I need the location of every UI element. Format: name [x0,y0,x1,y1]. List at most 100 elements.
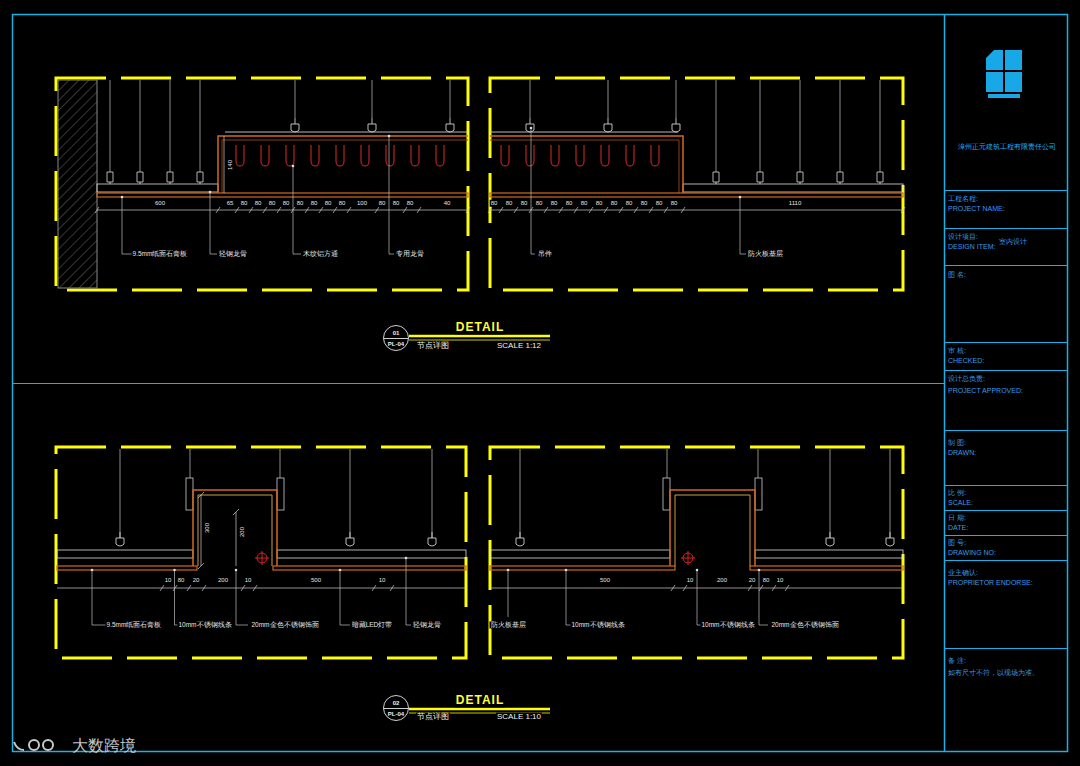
section-top-right [526,145,534,166]
section-bottom-right [490,585,903,591]
bubble-text: 02 [384,700,408,707]
dimension: 10 [164,577,173,584]
section-top-right [526,118,534,132]
leader-lines [210,192,217,254]
section-bottom-left [198,495,272,566]
callout-label: 轻钢龙骨 [412,621,442,628]
bubble-text: 01 [384,330,408,337]
section-bottom-left [57,566,197,570]
section-bottom-right [520,449,521,538]
bubble-text: PL-04 [384,341,408,348]
section-bottom-left [116,532,124,546]
section-top-right [604,118,612,132]
section-bottom-left [57,585,466,591]
leader-dot [209,191,212,194]
watermark-icon [43,740,53,750]
dimension: 10 [378,577,387,584]
detail-frame [56,78,468,290]
title-underline [409,340,550,341]
section-bottom-right [755,478,762,510]
callout-label: 9.5mm纸面石膏板 [132,250,189,257]
callout-label: 10mm不锈钢线条 [177,621,232,628]
dimension: 1110 [788,200,802,207]
section-bottom-left [193,490,277,566]
title-cell: 制 图:DRAWN: [945,430,1068,485]
dimension: 140 [227,159,234,171]
section-top-right [576,145,584,166]
section-bottom-right [675,495,750,566]
leader-dot [91,127,761,572]
cell-text: PROPRIETOR ENDORSE: [948,579,1033,587]
company-logo [1005,72,1022,92]
dimension: 80 [392,200,401,207]
title-underline [409,336,550,713]
title-underline [409,335,550,338]
section-top-left [97,184,218,192]
leader-dot [339,569,342,572]
section-top-right [530,80,531,118]
dimension: 600 [154,200,166,207]
section-top-right [608,80,609,118]
leader-lines [740,197,746,254]
detail-subtitle: SCALE 1:10 [496,713,542,722]
section-bottom-right [670,490,755,566]
company-logo [986,50,1022,98]
callout-label: 防火板基层 [490,621,527,628]
leader-lines [340,570,350,625]
section-bottom-right [520,449,890,538]
section-top-right [488,207,905,213]
title-underline [409,708,550,711]
callout-label: 吊件 [537,250,553,257]
section-top-left [361,145,369,166]
dimension: 65 [226,200,235,207]
section-bottom-left [346,532,354,546]
section-top-left [411,145,419,166]
cell-text: 漳州正元建筑工程有限责任公司 [945,143,1068,151]
dimension: 80 [535,200,544,207]
sheet-frame [12,14,1068,752]
section-top-right [501,145,509,166]
section-top-left [261,145,269,166]
bubble-divider [384,338,408,339]
leader-lines [122,197,132,254]
cell-text: 日 期: [948,514,966,522]
title-cell: 图 名: [945,265,1068,342]
cell-text: 图 号: [948,539,966,547]
title-cell: 备 注:如有尺寸不符，以现场为准。 [945,648,1068,751]
cell-text: 审 核: [948,347,966,355]
dimension: 80 [282,200,291,207]
dimension: 200 [716,577,728,584]
leader-dot [121,196,124,199]
company-logo [988,94,1020,98]
dimension: 80 [625,200,634,207]
cell-text: 设计总负责: [948,375,985,383]
dimension: 300 [204,522,211,534]
leader-lines [406,558,411,625]
section-top-left [170,80,171,172]
section-top-left [368,118,376,132]
sheet-frame [13,15,1068,752]
dimension: 80 [565,200,574,207]
cell-text: DRAWING NO: [948,549,996,557]
dimension: 80 [550,200,559,207]
section-bottom-left [277,550,466,558]
detail-frame [56,78,903,658]
section-top-right [760,80,761,172]
dimension: 10 [686,577,695,584]
cell-text: CHECKED: [948,357,984,365]
section-top-left [197,172,203,184]
cell-text: 设计项目: [948,233,978,241]
section-bottom-right [890,449,891,538]
dimension: 20 [748,577,757,584]
detail-bubble: 02PL-04 [383,695,409,721]
leader-dot [292,165,295,168]
leader-lines [92,128,768,625]
dimension: 80 [670,200,679,207]
dimension: 80 [595,200,604,207]
section-bottom-right [826,532,834,546]
leader-lines [92,570,106,625]
leader-lines [531,128,535,254]
dimension: 80 [490,200,499,207]
callout-label: 木纹铝方通 [302,250,339,257]
detail-frame [56,447,466,658]
